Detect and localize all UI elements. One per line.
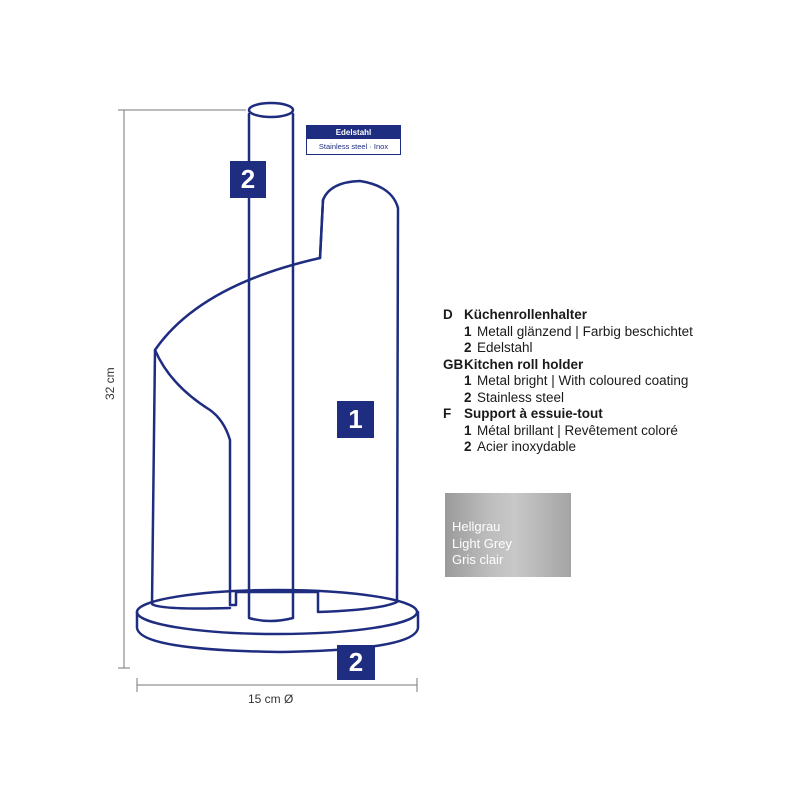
center-rod-top bbox=[247, 101, 295, 119]
material-tag-subtitle: Stainless steel · Inox bbox=[318, 142, 389, 151]
callout-rod: 2 bbox=[230, 161, 266, 198]
holder-body-inner-curve bbox=[318, 198, 325, 260]
diameter-dimension: 15 cm Ø bbox=[248, 692, 294, 706]
color-swatch: Hellgrau Light Grey Gris clair bbox=[445, 493, 571, 577]
callout-body: 1 bbox=[337, 401, 374, 438]
callout-base: 2 bbox=[337, 645, 375, 680]
swatch-label-fr: Gris clair bbox=[452, 552, 504, 567]
height-dimension: 32 cm bbox=[103, 367, 117, 400]
swatch-label-en: Light Grey bbox=[452, 535, 512, 551]
base-plate-top bbox=[135, 588, 419, 636]
center-rod bbox=[247, 112, 295, 623]
swatch-label-de: Hellgrau bbox=[452, 519, 501, 534]
base-plate bbox=[135, 610, 420, 654]
material-tag: Edelstahl Stainless steel · Inox bbox=[306, 125, 401, 155]
material-tag-heading: Edelstahl bbox=[307, 126, 400, 139]
holder-body bbox=[153, 179, 400, 614]
holder-body-front-edge bbox=[150, 348, 232, 610]
legend-gb-title: GBKitchen roll holder bbox=[443, 356, 584, 372]
